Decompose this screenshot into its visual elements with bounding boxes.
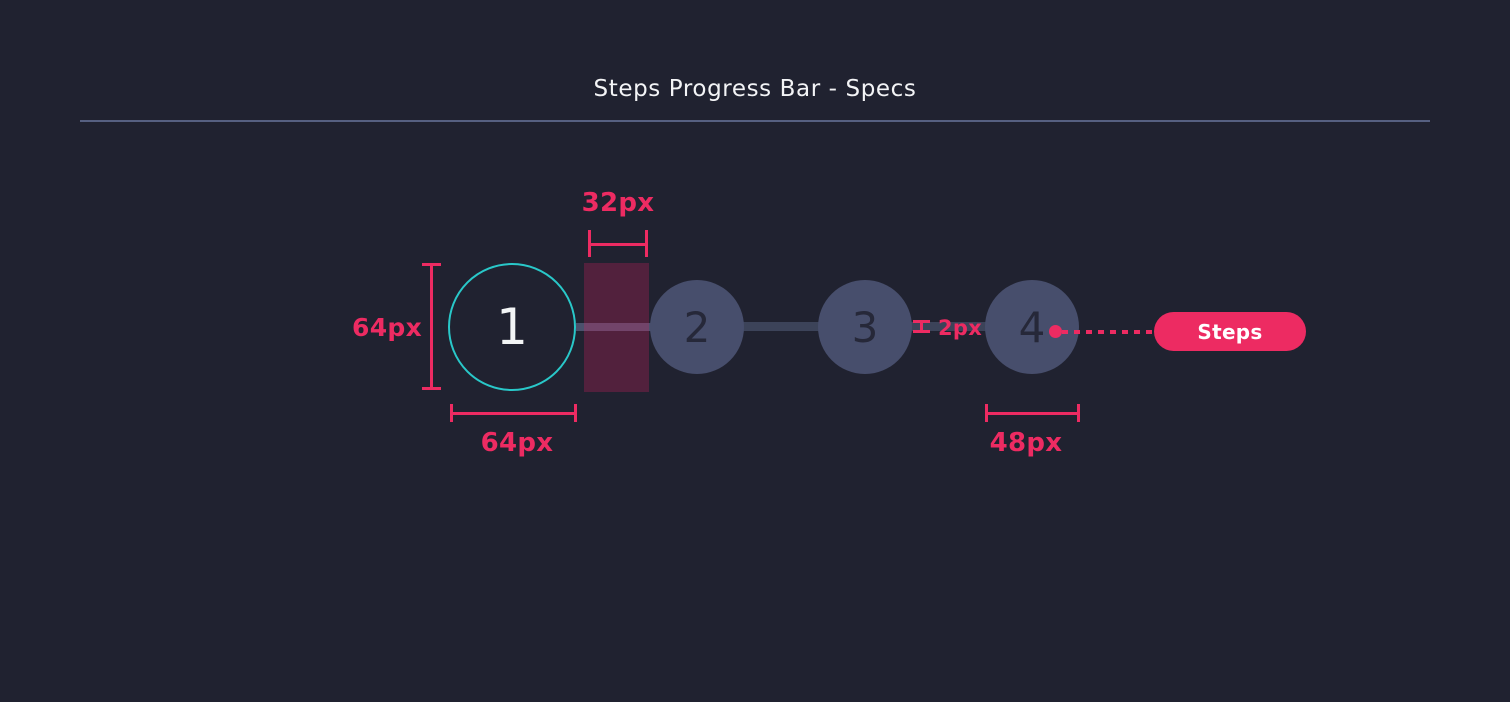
height-bracket-tick-bottom [422, 387, 441, 390]
step-number: 3 [851, 302, 879, 352]
connector-highlight-overlay [584, 263, 649, 392]
connector-3-4 [910, 322, 986, 331]
connector-1-2 [576, 323, 652, 331]
inactive-width-bracket-tick-right [1077, 404, 1080, 422]
active-step-width-label: 64px [480, 428, 554, 458]
height-bracket-tick-top [422, 263, 441, 266]
page-title: Steps Progress Bar - Specs [593, 76, 917, 102]
active-step-height-label: 64px [352, 313, 423, 342]
step-number: 1 [496, 298, 528, 356]
step-circle-2[interactable]: 2 [650, 280, 744, 374]
step-circle-3[interactable]: 3 [818, 280, 912, 374]
step-circle-4[interactable]: 4 [985, 280, 1079, 374]
connector-2-3 [742, 322, 820, 331]
inactive-width-bracket-line [985, 412, 1080, 415]
inactive-step-width-label: 48px [989, 428, 1063, 458]
active-width-bracket-line [450, 412, 577, 415]
active-width-bracket-tick-left [450, 404, 453, 422]
steps-callout-button[interactable]: Steps [1154, 312, 1306, 351]
connector-thickness-label: 2px [938, 316, 983, 340]
callout-dot [1049, 325, 1062, 338]
connector-bracket-tick-right [645, 230, 648, 257]
connector-bracket-tick-left [588, 230, 591, 257]
connector-length-label: 32px [581, 188, 655, 218]
step-number: 4 [1018, 302, 1046, 352]
height-bracket-line [430, 263, 433, 390]
thickness-marker-stem [920, 320, 923, 332]
step-number: 2 [683, 302, 711, 352]
callout-dashed-line [1062, 330, 1155, 334]
active-width-bracket-tick-right [574, 404, 577, 422]
connector-bracket-line [588, 243, 648, 246]
step-circle-1[interactable]: 1 [448, 263, 576, 391]
title-divider [80, 120, 1430, 122]
inactive-width-bracket-tick-left [985, 404, 988, 422]
